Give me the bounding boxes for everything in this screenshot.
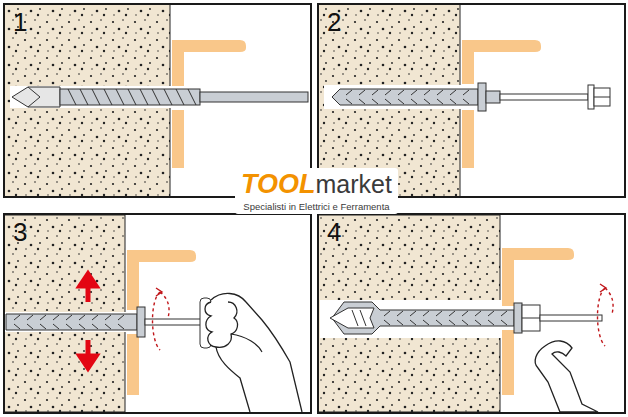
illustration-part xyxy=(137,307,145,337)
anchor-teeth xyxy=(346,90,469,104)
illustration-part xyxy=(486,91,500,103)
illustration-part xyxy=(231,334,262,352)
illustration-part xyxy=(66,315,72,329)
step-number: 2 xyxy=(327,9,341,35)
illustration-part xyxy=(172,110,184,168)
watermark: TOOLmarketSpecialisti in Elettrici e Fer… xyxy=(235,168,398,214)
illustration-part xyxy=(522,305,540,331)
illustration-part xyxy=(68,89,76,105)
illustration-part xyxy=(502,330,514,395)
illustration-part xyxy=(153,292,161,350)
illustration-part xyxy=(200,92,308,102)
illustration-part xyxy=(352,310,366,326)
illustration-part xyxy=(437,90,443,104)
illustration-part xyxy=(80,274,96,302)
illustration-part xyxy=(384,311,390,325)
illustration-part xyxy=(53,315,59,329)
illustration-part xyxy=(14,315,20,329)
step-number: 1 xyxy=(13,9,27,35)
illustration-part xyxy=(594,97,610,98)
illustration-part xyxy=(410,311,416,325)
illustration-part xyxy=(594,88,610,106)
illustration-part xyxy=(346,90,352,104)
step-number: 3 xyxy=(13,219,27,245)
illustration-part xyxy=(6,314,137,330)
illustration-part xyxy=(205,302,238,347)
illustration-part xyxy=(463,90,469,104)
illustration-part xyxy=(600,284,606,292)
illustration-part xyxy=(501,311,507,325)
illustration-part xyxy=(176,89,184,105)
illustration-part xyxy=(588,85,594,109)
illustration-part xyxy=(424,90,430,104)
step-panel: 4 xyxy=(317,213,626,414)
illustration-part xyxy=(127,250,196,310)
brand-tagline: Specialisti in Elettrici e Ferramenta xyxy=(241,201,392,212)
illustration-part xyxy=(423,311,429,325)
illustration-part xyxy=(80,340,96,368)
illustration-part xyxy=(127,334,139,395)
illustration-part xyxy=(104,89,112,105)
illustration-part xyxy=(450,90,456,104)
illustration-part xyxy=(79,315,85,329)
illustration-part xyxy=(462,110,474,168)
illustration-part xyxy=(105,315,111,329)
panel-3-art xyxy=(4,215,302,412)
illustration-part xyxy=(540,315,602,321)
brand-logo-text: TOOL xyxy=(241,169,316,199)
illustration-part xyxy=(118,315,124,329)
illustration-part xyxy=(478,83,486,111)
illustration-part xyxy=(145,319,203,325)
illustration-part xyxy=(372,90,378,104)
illustration-part xyxy=(92,89,100,105)
illustration-part xyxy=(605,288,613,314)
illustration-part xyxy=(488,311,494,325)
illustration-part xyxy=(330,308,374,328)
illustration-part xyxy=(332,89,478,105)
panel-4-art xyxy=(318,215,613,412)
illustration-part xyxy=(164,89,172,105)
illustration-part xyxy=(398,90,404,104)
drill-flute xyxy=(68,89,196,105)
illustration-part xyxy=(128,89,136,105)
illustration-part xyxy=(535,341,598,412)
illustration-part xyxy=(216,347,250,412)
illustration-part xyxy=(502,248,574,306)
illustration-part xyxy=(500,94,588,100)
illustration-part xyxy=(522,318,540,319)
illustration-part xyxy=(12,87,60,107)
illustration-part xyxy=(28,87,40,107)
illustration-part xyxy=(172,40,246,86)
illustration-part xyxy=(27,315,33,329)
illustration-part xyxy=(436,311,442,325)
illustration-part xyxy=(80,89,88,105)
step-number: 4 xyxy=(327,219,341,245)
anchor-teeth xyxy=(384,311,507,325)
illustration-part xyxy=(514,303,522,333)
illustration-part xyxy=(462,311,468,325)
illustration-part xyxy=(116,89,124,105)
illustration-part xyxy=(385,90,391,104)
illustration-part xyxy=(397,311,403,325)
illustration-part xyxy=(462,40,541,84)
illustration-part xyxy=(140,89,148,105)
illustration-part xyxy=(449,311,455,325)
illustration-part xyxy=(92,315,98,329)
illustration-part xyxy=(411,90,417,104)
step-panel: 3 xyxy=(3,213,312,414)
illustration-part xyxy=(156,288,162,296)
illustration-part xyxy=(40,315,46,329)
illustration-part xyxy=(598,288,606,346)
illustration-part xyxy=(188,89,196,105)
brand-logo-text: market xyxy=(316,170,392,198)
illustration-part xyxy=(359,90,365,104)
illustration-part xyxy=(60,89,200,105)
anchor-teeth xyxy=(14,315,124,329)
illustration-part xyxy=(475,311,481,325)
illustration-part xyxy=(152,89,160,105)
illustration-part xyxy=(160,292,169,318)
